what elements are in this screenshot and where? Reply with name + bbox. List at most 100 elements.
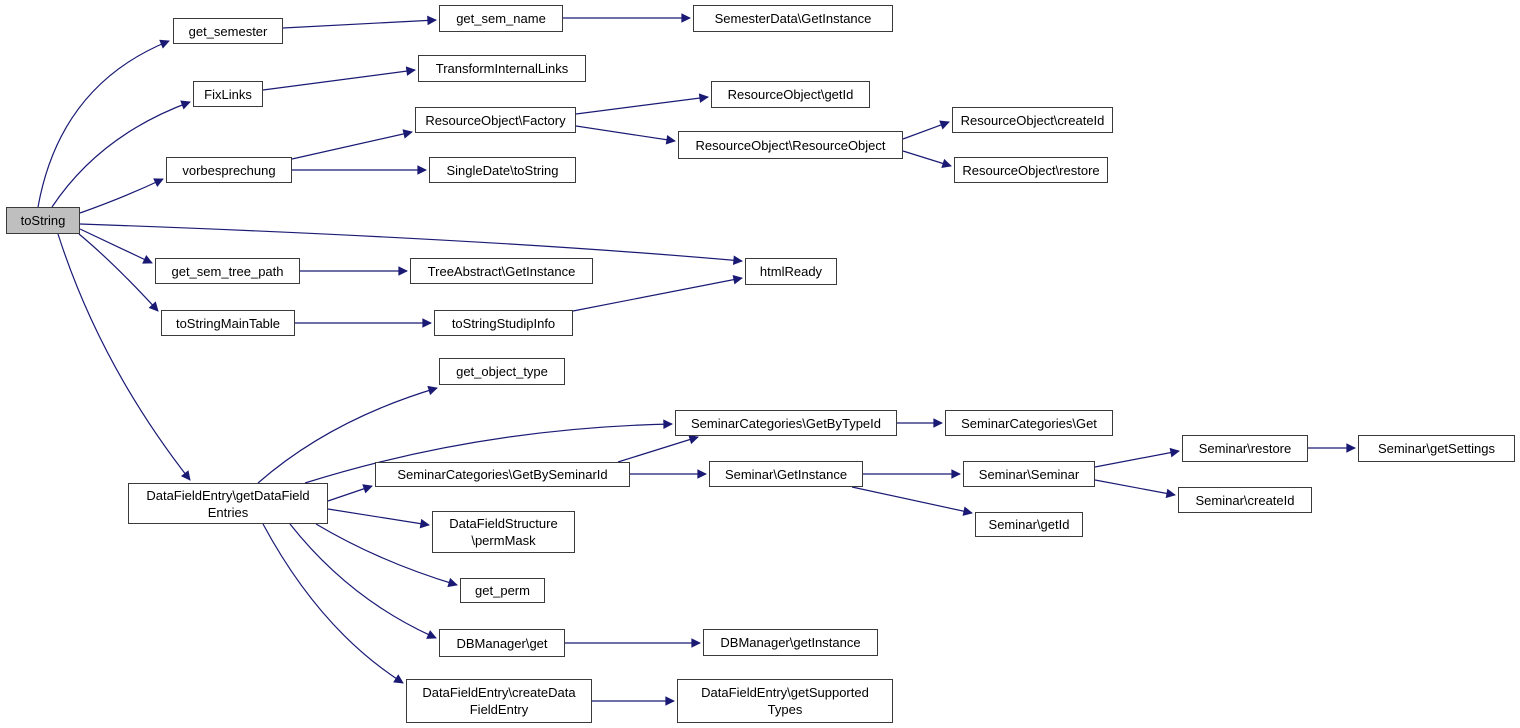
node-label: SeminarCategories\GetBySeminarId [397,467,608,482]
node-DBManager_getInstance[interactable]: DBManager\getInstance [703,629,878,656]
edge-ResourceObject_Factory--ResourceObject_ResourceObject [575,125,676,145]
node-label: htmlReady [759,264,823,279]
node-SingleDate_toString[interactable]: SingleDate\toString [429,157,576,183]
node-TreeAbstract_GetInstance[interactable]: TreeAbstract\GetInstance [410,258,593,284]
node-label: DataFieldEntry\getDataField [146,487,310,503]
edge-toString--get_semester [37,39,170,208]
edge-vorbesprechung--ResourceObject_Factory [291,129,413,160]
node-toStringStudipInfo[interactable]: toStringStudipInfo [434,310,573,336]
node-ResourceObject_ResourceObject[interactable]: ResourceObject\ResourceObject [678,131,903,159]
edge-toString--vorbesprechung [79,178,164,214]
edge-toStringStudipInfo--htmlReady [572,274,743,312]
node-label: SingleDate\toString [446,162,559,178]
node-label: DataFieldEntry\createData [422,685,576,700]
edge-FixLinks--TransformInternalLinks [262,66,416,91]
node-TransformInternalLinks[interactable]: TransformInternalLinks [418,55,586,82]
edge-DataFieldEntry_getDataFieldEntries--DataFieldEntry_createDataFieldEntry [262,523,404,684]
node-label: Seminar\getSettings [1377,441,1496,456]
node-label: Seminar\Seminar [978,466,1080,482]
edge-toString--htmlReady [79,223,743,266]
node-label: ResourceObject\ResourceObject [695,137,886,153]
edge-toString--get_sem_tree_path [79,228,153,264]
node-label: Seminar\getId [988,517,1070,532]
node-SemesterData_GetInstance[interactable]: SemesterData\GetInstance [693,5,893,32]
edge-DataFieldEntry_getDataFieldEntries--DataFieldStructure_permMask [327,508,430,529]
edge-Seminar_Seminar--Seminar_createId [1094,479,1176,499]
edge-DataFieldEntry_getDataFieldEntries--get_perm [315,523,458,588]
edge-DataFieldEntry_getDataFieldEntries--DBManager_get [289,523,437,639]
node-SeminarCategories_Get[interactable]: SeminarCategories\Get [945,410,1113,436]
node-label: \permMask [471,533,536,548]
node-vorbesprechung[interactable]: vorbesprechung [166,157,292,183]
node-ResourceObject_restore[interactable]: ResourceObject\restore [954,157,1108,183]
node-label: FieldEntry [469,702,529,717]
node-label: ResourceObject\Factory [425,112,566,128]
node-label: toStringMainTable [175,315,281,331]
edge-SeminarCategories_GetBySeminarId--SeminarCategories_GetByTypeId [617,434,699,463]
node-Seminar_createId[interactable]: Seminar\createId [1178,487,1312,513]
edge-get_semester--get_sem_name [282,15,437,29]
node-FixLinks[interactable]: FixLinks [193,81,263,107]
node-label: DBManager\get [456,635,548,651]
node-Seminar_getSettings[interactable]: Seminar\getSettings [1358,435,1515,462]
node-label: ResourceObject\restore [962,162,1100,178]
node-label: vorbesprechung [182,162,276,178]
node-ResourceObject_Factory[interactable]: ResourceObject\Factory [415,107,576,133]
node-SeminarCategories_GetByTypeId[interactable]: SeminarCategories\GetByTypeId [675,410,897,436]
node-DataFieldStructure_permMask[interactable]: DataFieldStructure \permMask [432,511,575,553]
node-Seminar_restore[interactable]: Seminar\restore [1182,435,1308,462]
node-label: get_sem_name [456,11,546,26]
node-get_sem_tree_path[interactable]: get_sem_tree_path [155,258,300,284]
node-label: Entries [207,504,249,520]
node-label: TreeAbstract\GetInstance [427,263,576,279]
node-label: DataFieldEntry\getSupported [701,685,869,700]
node-SeminarCategories_GetBySeminarId[interactable]: SeminarCategories\GetBySeminarId [375,462,630,487]
edge-Seminar_GetInstance--Seminar_getId [851,486,973,516]
node-label: get_semester [188,23,268,39]
node-Seminar_GetInstance[interactable]: Seminar\GetInstance [709,461,863,487]
edge-DataFieldEntry_getDataFieldEntries--SeminarCategories_GetBySeminarId [327,484,373,502]
edge-DataFieldEntry_getDataFieldEntries--SeminarCategories_GetByTypeId [304,419,673,484]
node-get_object_type[interactable]: get_object_type [439,358,565,385]
node-label: DBManager\getInstance [720,635,861,650]
node-ResourceObject_createId[interactable]: ResourceObject\createId [952,107,1113,133]
node-label: SeminarCategories\Get [961,415,1097,431]
edge-toString--toStringMainTable [78,233,159,312]
node-label: ResourceObject\getId [727,87,854,102]
node-label: toStringStudipInfo [451,315,556,331]
node-get_sem_name[interactable]: get_sem_name [439,5,563,32]
node-label: get_sem_tree_path [171,263,284,279]
node-label: Seminar\createId [1195,492,1295,508]
node-label: Types [767,702,803,717]
node-label: SeminarCategories\GetByTypeId [690,415,882,431]
node-label: ResourceObject\createId [960,112,1105,128]
node-label: FixLinks [204,86,252,102]
node-DBManager_get[interactable]: DBManager\get [439,629,565,657]
node-label: DataFieldStructure [449,516,558,531]
node-ResourceObject_getId[interactable]: ResourceObject\getId [711,81,870,108]
edge-ResourceObject_ResourceObject--ResourceObject_createId [902,120,950,140]
edge-ResourceObject_ResourceObject--ResourceObject_restore [902,150,952,169]
edge-DataFieldEntry_getDataFieldEntries--get_object_type [257,385,438,484]
node-toStringMainTable[interactable]: toStringMainTable [161,310,295,336]
node-label: get_object_type [456,364,548,379]
node-htmlReady[interactable]: htmlReady [745,258,837,285]
node-get_perm[interactable]: get_perm [460,578,545,603]
edges-group [37,13,1356,706]
node-get_semester[interactable]: get_semester [173,18,283,44]
edge-ResourceObject_Factory--ResourceObject_getId [575,93,709,115]
node-label: SemesterData\GetInstance [714,11,872,26]
edge-Seminar_Seminar--Seminar_restore [1094,447,1180,468]
node-Seminar_Seminar[interactable]: Seminar\Seminar [963,461,1095,487]
node-label: toString [20,213,66,228]
node-toString: toString [6,207,80,234]
node-label: get_perm [475,583,530,598]
node-label: Seminar\GetInstance [724,466,848,482]
node-Seminar_getId[interactable]: Seminar\getId [975,512,1083,537]
